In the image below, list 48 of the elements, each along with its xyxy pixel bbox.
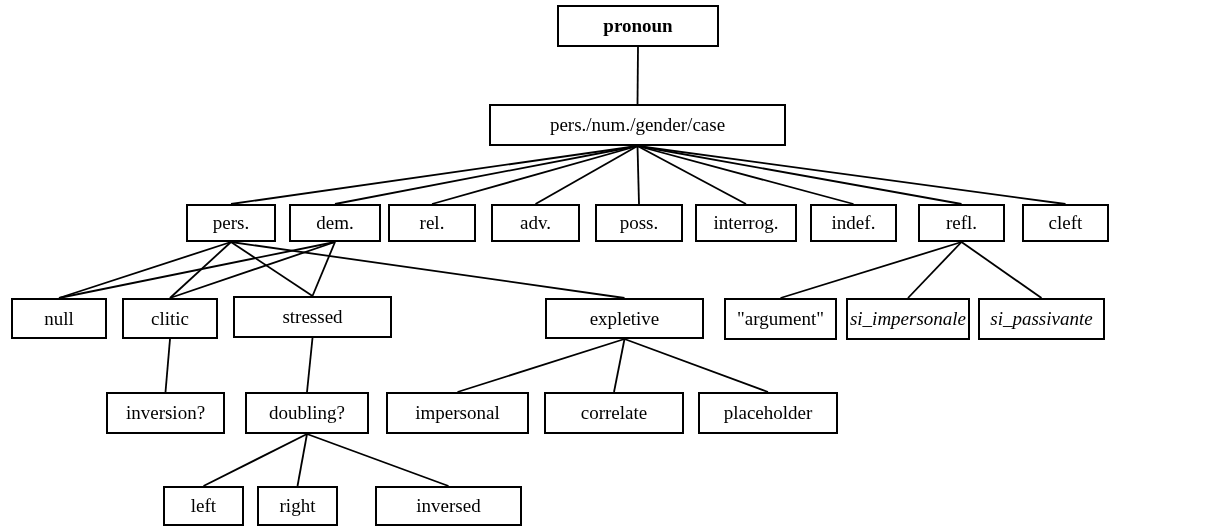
- term-box: refl.: [918, 204, 1005, 242]
- connector-line: [779, 241, 963, 299]
- connector-line: [169, 241, 336, 299]
- term-box: poss.: [595, 204, 683, 242]
- connector-line: [623, 338, 769, 393]
- connector-line: [306, 433, 450, 487]
- connector-line: [58, 241, 232, 299]
- term-box: "argument": [724, 298, 837, 340]
- term-box: dem.: [289, 204, 381, 242]
- connector-line: [230, 241, 626, 299]
- connector-line: [230, 241, 314, 297]
- term-box: expletive: [545, 298, 704, 339]
- term-box: right: [257, 486, 338, 526]
- term-box: pers./num./gender/case: [489, 104, 786, 146]
- connector-line: [613, 338, 626, 393]
- term-box: doubling?: [245, 392, 369, 434]
- connector-line: [164, 338, 171, 393]
- term-box: inversed: [375, 486, 522, 526]
- connector-line: [169, 241, 232, 299]
- connector-line: [534, 145, 639, 205]
- connector-line: [456, 338, 626, 393]
- connector-line: [636, 145, 640, 205]
- connector-line: [636, 46, 639, 105]
- connector-line: [296, 433, 308, 487]
- term-box: rel.: [388, 204, 476, 242]
- connector-line: [907, 241, 963, 299]
- connector-line: [306, 337, 314, 393]
- connector-line: [960, 241, 1043, 299]
- term-box: si_passivante: [978, 298, 1105, 340]
- term-box: placeholder: [698, 392, 838, 434]
- term-box: impersonal: [386, 392, 529, 434]
- connector-line: [311, 241, 336, 297]
- connector-line: [202, 433, 308, 487]
- term-box: stressed: [233, 296, 392, 338]
- term-box: correlate: [544, 392, 684, 434]
- connector-line: [636, 145, 1067, 205]
- term-box: indef.: [810, 204, 897, 242]
- connector-line: [636, 145, 747, 205]
- term-box: pers.: [186, 204, 276, 242]
- term-box: cleft: [1022, 204, 1109, 242]
- term-box: interrog.: [695, 204, 797, 242]
- term-box: left: [163, 486, 244, 526]
- term-box: si_impersonale: [846, 298, 970, 340]
- term-box: inversion?: [106, 392, 225, 434]
- term-box: adv.: [491, 204, 580, 242]
- term-box: null: [11, 298, 107, 339]
- term-box: clitic: [122, 298, 218, 339]
- term-box: pronoun: [557, 5, 719, 47]
